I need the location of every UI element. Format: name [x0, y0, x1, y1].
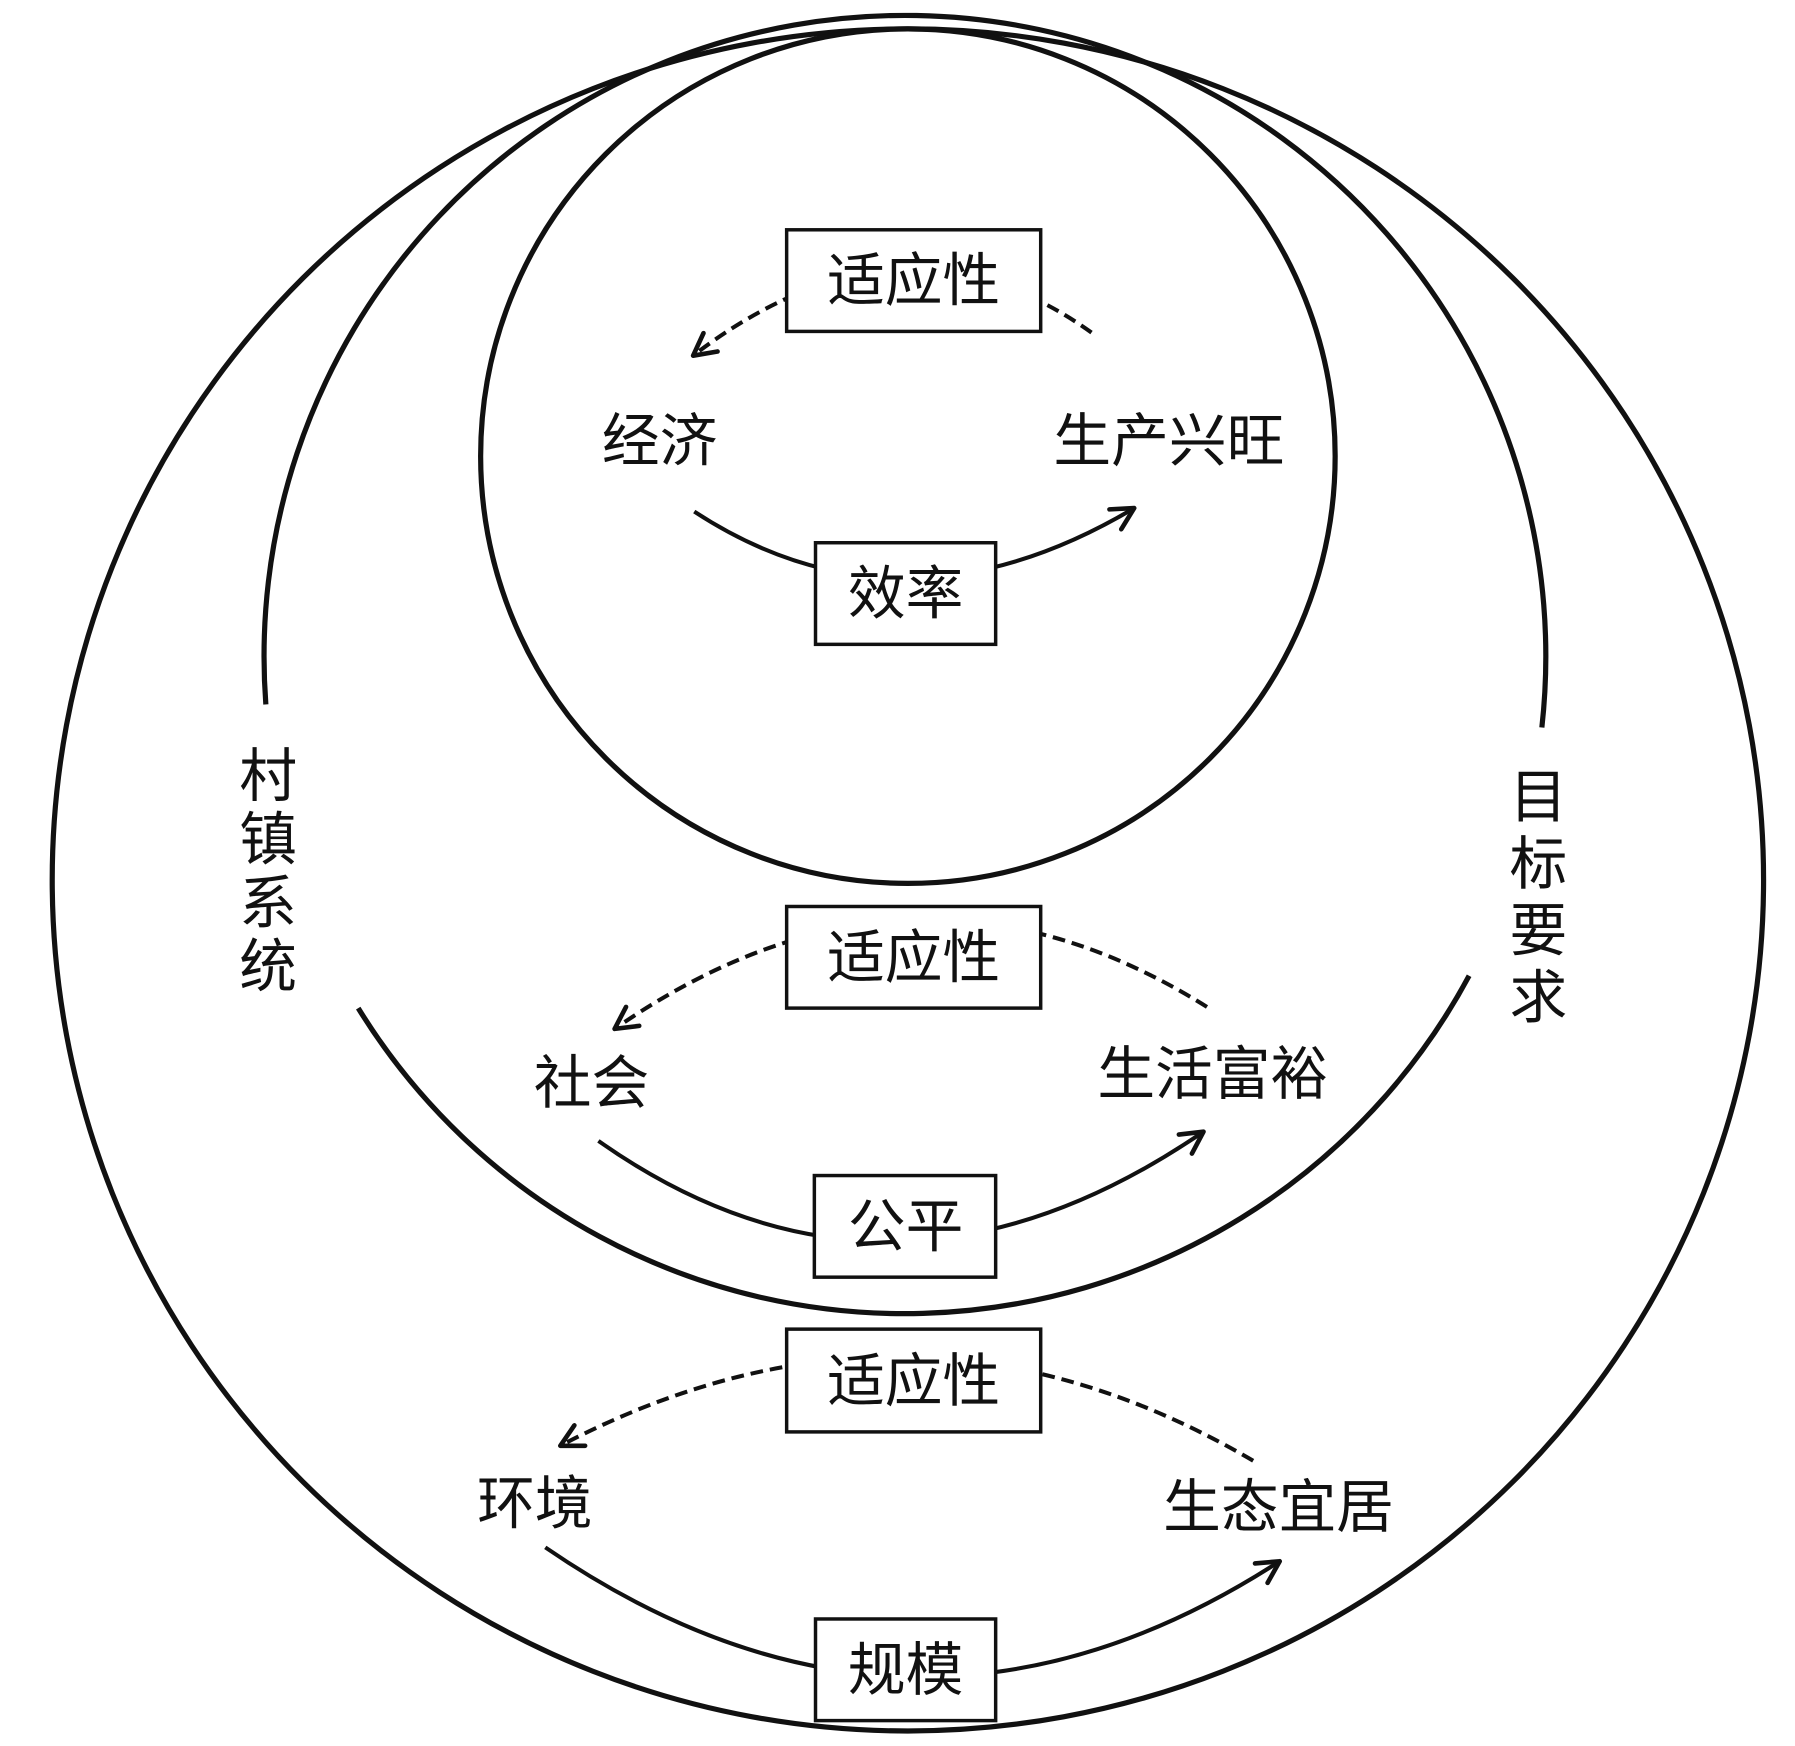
principle-box	[812, 1173, 998, 1279]
goal-text: 生产兴旺	[1053, 407, 1284, 475]
dimension-label: 经济	[602, 407, 717, 475]
goal-text: 生态宜居	[1163, 1473, 1394, 1541]
adaptability-box	[784, 904, 1043, 1010]
goal-text: 生活富裕	[1097, 1040, 1328, 1108]
principle-label: 规模	[848, 1636, 963, 1704]
layer-environment: 适应性 规模 环境 生态宜居	[477, 1327, 1394, 1723]
adaptability-arrow	[612, 917, 1209, 1032]
adaptability-box	[784, 1327, 1043, 1434]
layer-economy: 适应性 效率 经济 生产兴旺	[602, 228, 1284, 647]
adaptability-box	[784, 228, 1043, 334]
middle-circle-upper-arc	[261, 12, 1549, 728]
system-label: 村镇系统	[239, 742, 297, 1001]
adaptability-label: 适应性	[827, 247, 1000, 315]
principle-label: 公平	[848, 1192, 963, 1260]
adaptability-label: 适应性	[827, 1347, 1000, 1415]
principle-box	[813, 541, 998, 647]
layer-society: 适应性 公平 社会 生活富裕	[534, 904, 1328, 1279]
principle-label: 效率	[848, 560, 963, 628]
middle-circle-lower-arc	[356, 974, 1472, 1317]
dimension-label: 社会	[534, 1049, 649, 1117]
adaptability-label: 适应性	[827, 923, 1000, 991]
principle-box	[813, 1617, 998, 1723]
inner-circle	[478, 26, 1338, 886]
goal-label: 目标要求	[1510, 763, 1568, 1032]
dimension-label: 环境	[477, 1469, 592, 1537]
